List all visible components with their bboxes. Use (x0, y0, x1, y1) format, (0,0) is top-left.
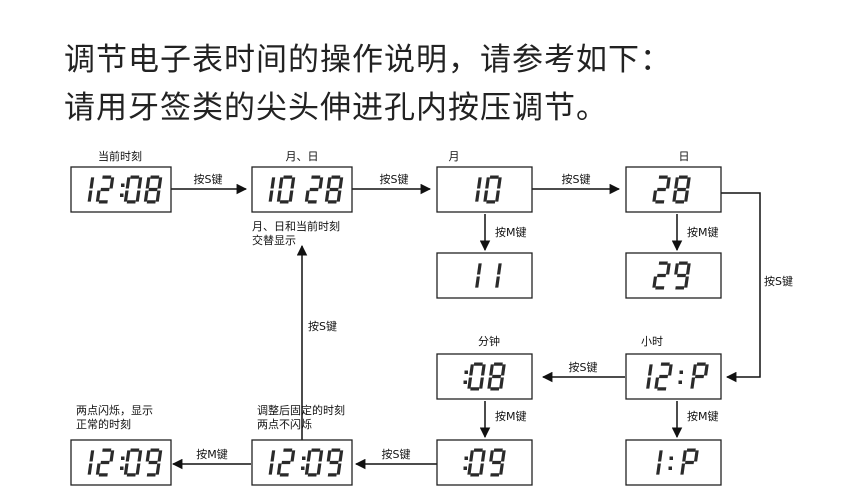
lcd-current-time (70, 166, 172, 213)
lcd-digit (652, 175, 671, 204)
label-current-time: 当前时刻 (98, 149, 142, 163)
lcd-digit (123, 175, 143, 204)
instruction-title: 调节电子表时间的操作说明，请参考如下： (64, 42, 672, 78)
lcd-hour-next (625, 439, 722, 486)
lcd-colon (463, 456, 468, 470)
label-minute: 分钟 (478, 334, 500, 348)
action-label: 按S键 (569, 360, 598, 374)
action-label: 按S键 (764, 274, 793, 288)
arrow-day-to-hour (721, 192, 761, 383)
lcd-digit (680, 448, 699, 475)
lcd-digit (467, 448, 486, 477)
lcd-digit (326, 448, 344, 477)
instruction-subtitle: 请用牙签类的尖头伸进孔内按压调节。 (64, 90, 608, 126)
lcd-digit (652, 261, 671, 290)
lcd-digit (324, 175, 344, 204)
lcd-fixed-time (251, 439, 353, 486)
lcd-digit (123, 448, 143, 477)
lcd-digit (475, 177, 482, 202)
action-label: 按S键 (308, 319, 337, 333)
lcd-digit (87, 450, 95, 475)
lcd-digit (672, 175, 691, 204)
label-final-1: 两点闪烁，显示 (76, 403, 153, 417)
lcd-day-next (625, 252, 722, 299)
action-label: 按M键 (495, 409, 527, 423)
lcd-colon (120, 456, 125, 470)
lcd-digit (495, 263, 502, 288)
lcd-colon (120, 183, 125, 197)
action-label: 按M键 (687, 409, 719, 423)
action-label: 按M键 (687, 225, 719, 239)
lcd-final-time (70, 439, 172, 486)
label-alternate-1: 月、日和当前时刻 (252, 219, 340, 233)
label-month-day: 月、日 (286, 150, 319, 163)
lcd-colon (301, 456, 306, 470)
label-alternate-2: 交替显示 (252, 233, 296, 247)
action-label: 按S键 (562, 172, 591, 186)
action-label: 按S键 (194, 172, 223, 186)
lcd-digit (483, 175, 502, 204)
label-final-2: 正常的时刻 (76, 417, 131, 431)
label-fixed-2: 两点不闪烁 (257, 417, 312, 431)
lcd-minute (436, 353, 533, 400)
lcd-day (625, 166, 722, 213)
lcd-minute-next (436, 439, 533, 486)
lcd-digit (475, 263, 482, 288)
action-label: 按S键 (382, 447, 411, 461)
label-fixed-1: 调整后固定的时刻 (257, 403, 345, 417)
lcd-digit (654, 362, 673, 391)
lcd-digit (145, 448, 163, 477)
lcd-digit (690, 362, 709, 389)
lcd-digit (304, 448, 324, 477)
lcd-digit (276, 175, 296, 204)
label-month: 月 (449, 150, 460, 163)
label-hour: 小时 (641, 335, 663, 348)
lcd-digit (95, 448, 115, 477)
action-label: 按S键 (380, 172, 409, 186)
lcd-digit (674, 261, 691, 290)
lcd-hour (625, 353, 722, 400)
lcd-digit (87, 177, 95, 202)
lcd-colon (463, 370, 468, 384)
lcd-digit (467, 362, 486, 391)
action-label: 按M键 (196, 447, 228, 461)
lcd-digit (268, 177, 276, 202)
lcd-digit (276, 448, 296, 477)
lcd-digit (304, 175, 324, 204)
lcd-month-day (251, 166, 353, 213)
action-label: 按M键 (495, 225, 527, 239)
lcd-digit (646, 364, 653, 389)
lcd-digit (143, 175, 163, 204)
lcd-colon (668, 456, 673, 470)
lcd-month (436, 166, 533, 213)
lcd-digit (268, 450, 276, 475)
lcd-digit (487, 362, 506, 391)
label-day: 日 (679, 150, 690, 163)
lcd-month-next (436, 252, 533, 299)
lcd-digit (95, 175, 115, 204)
lcd-colon (678, 370, 683, 384)
lcd-digit (656, 450, 663, 475)
lcd-digit (489, 448, 506, 477)
